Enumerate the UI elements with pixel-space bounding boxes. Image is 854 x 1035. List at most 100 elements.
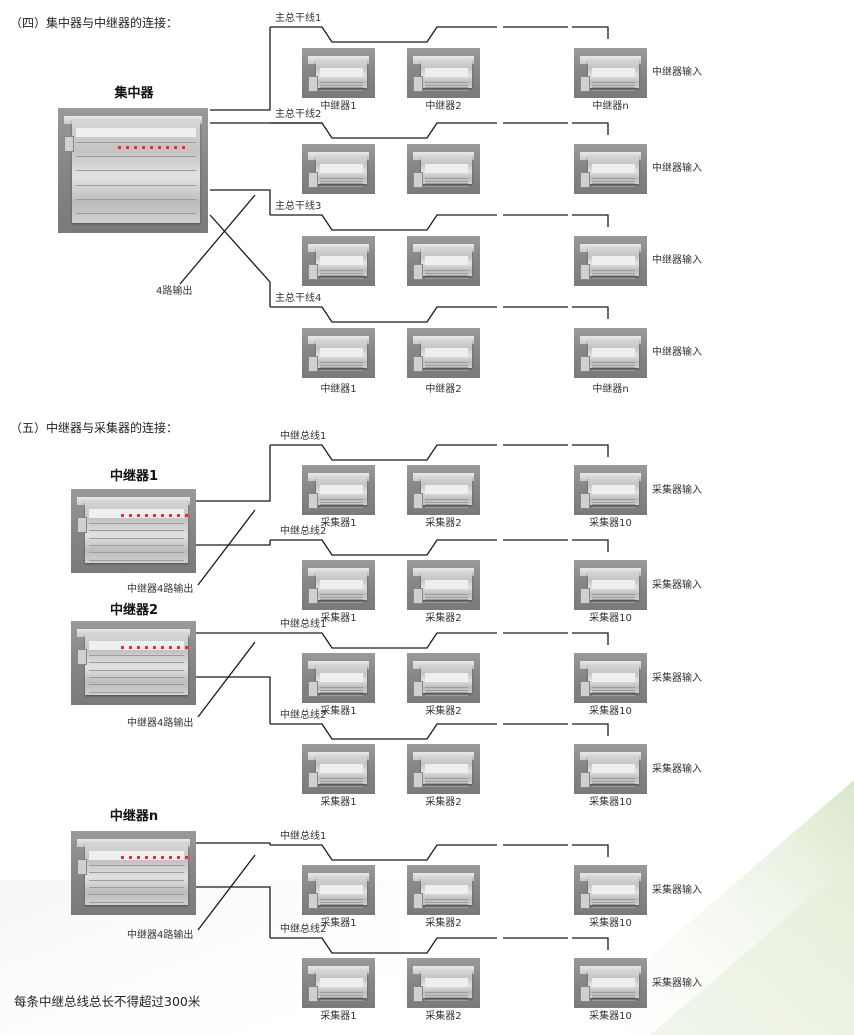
repeater1-output-label: 中继器4路输出 <box>127 584 194 595</box>
group1-bus1-end <box>572 444 609 457</box>
repeater1-title: 中继器1 <box>109 469 159 484</box>
collector-g3-b2-c1 <box>302 958 375 1008</box>
collector-g1-b2-c3 <box>574 560 647 610</box>
trunk3-label: 主总干线3 <box>275 201 322 212</box>
repeater-device-row1-col2 <box>407 48 480 98</box>
group2-bus1-solid <box>270 632 497 649</box>
group3-bus1-label: 中继总线1 <box>280 831 327 842</box>
collector-g1-b1-c1 <box>302 465 375 515</box>
repeater-device-row4-col3 <box>574 328 647 378</box>
trunk4-label: 主总干线4 <box>275 293 322 304</box>
repeater-label-bottom-3: 中继器n <box>592 384 629 395</box>
collector-g2-b2-c3 <box>574 744 647 794</box>
collector-label-g1-b1-c1: 采集器1 <box>320 518 357 529</box>
collector-g2-b2-c2 <box>407 744 480 794</box>
repeater-device-row3-col3 <box>574 236 647 286</box>
trunk4-bus-end <box>572 306 609 319</box>
section5-title: （五）中继器与采集器的连接： <box>10 421 179 435</box>
concentrator-device <box>58 108 208 233</box>
collector-g3-b1-c1 <box>302 865 375 915</box>
rep2-pointer <box>197 641 256 718</box>
collector-g1-b1-c2 <box>407 465 480 515</box>
trunk3-bus-end <box>572 214 609 227</box>
repeater-label-top-2: 中继器2 <box>425 101 462 112</box>
rep3-out-2 <box>196 886 271 938</box>
trunk1-input-label: 中继器输入 <box>652 67 702 78</box>
group3-bus2-end <box>572 937 609 950</box>
collector-label-g2-b1-c3: 采集器10 <box>589 706 632 717</box>
group2-bus2-solid <box>270 723 497 740</box>
trunk2-bus-solid <box>270 122 497 139</box>
collector-g1-b2-c2 <box>407 560 480 610</box>
trunk3-bus-solid <box>270 214 497 231</box>
conc-out-3 <box>210 189 271 215</box>
rep1-pointer <box>197 509 256 586</box>
repeater-device-row1-col1 <box>302 48 375 98</box>
collector-label-g3-b1-c2: 采集器2 <box>425 918 462 929</box>
rep3-pointer <box>197 854 256 931</box>
trunk1-bus-end <box>572 26 609 39</box>
collector-g2-b2-c1 <box>302 744 375 794</box>
group1-bus2-label: 中继总线2 <box>280 526 327 537</box>
trunk2-label: 主总干线2 <box>275 109 322 120</box>
collector-label-g3-b2-c2: 采集器2 <box>425 1011 462 1022</box>
repeatern-title: 中继器n <box>109 809 159 824</box>
collector-label-g1-b2-c2: 采集器2 <box>425 613 462 624</box>
rep1-out-1 <box>196 445 271 502</box>
collector-g1-b2-c1 <box>302 560 375 610</box>
collector-label-g2-b2-c3: 采集器10 <box>589 797 632 808</box>
rep3-out-1 <box>196 842 271 845</box>
rep1-out-2 <box>196 540 271 546</box>
repeater-group1-device <box>71 489 196 573</box>
collector-label-g2-b2-c1: 采集器1 <box>320 797 357 808</box>
col-input-g3-b2: 采集器输入 <box>652 978 702 989</box>
section4-title: （四）集中器与中继器的连接： <box>10 16 179 30</box>
trunk1-label: 主总干线1 <box>275 13 322 24</box>
trunk4-bus-solid <box>270 306 497 323</box>
collector-label-g1-b1-c2: 采集器2 <box>425 518 462 529</box>
group3-bus2-solid <box>270 937 497 954</box>
collector-label-g1-b1-c3: 采集器10 <box>589 518 632 529</box>
collector-label-g2-b1-c1: 采集器1 <box>320 706 357 717</box>
trunk2-input-label: 中继器输入 <box>652 163 702 174</box>
col-input-g2-b2: 采集器输入 <box>652 764 702 775</box>
collector-g3-b2-c3 <box>574 958 647 1008</box>
concentrator-title: 集中器 <box>114 86 154 101</box>
collector-g3-b1-c3 <box>574 865 647 915</box>
col-input-g1-b1: 采集器输入 <box>652 485 702 496</box>
group1-bus2-solid <box>270 539 497 556</box>
group2-bus2-label: 中继总线2 <box>280 710 327 721</box>
group3-bus1-solid <box>270 844 497 861</box>
group2-bus1-label: 中继总线1 <box>280 619 327 630</box>
collector-label-g1-b2-c1: 采集器1 <box>320 613 357 624</box>
col-input-g3-b1: 采集器输入 <box>652 885 702 896</box>
repeater-group3-device <box>71 831 196 915</box>
repeater-label-bottom-1: 中继器1 <box>320 384 357 395</box>
trunk1-bus-solid <box>270 26 497 43</box>
collector-label-g3-b1-c1: 采集器1 <box>320 918 357 929</box>
collector-label-g3-b2-c1: 采集器1 <box>320 1011 357 1022</box>
collector-label-g2-b2-c2: 采集器2 <box>425 797 462 808</box>
collector-g2-b1-c1 <box>302 653 375 703</box>
collector-g2-b1-c3 <box>574 653 647 703</box>
repeater2-title: 中继器2 <box>109 603 159 618</box>
group2-bus2-end <box>572 723 609 736</box>
group2-bus1-end <box>572 632 609 645</box>
repeater-label-top-3: 中继器n <box>592 101 629 112</box>
repeater-device-row2-col1 <box>302 144 375 194</box>
col-input-g2-b1: 采集器输入 <box>652 673 702 684</box>
repeater-device-row2-col3 <box>574 144 647 194</box>
group1-bus1-solid <box>270 444 497 461</box>
col-input-g1-b2: 采集器输入 <box>652 580 702 591</box>
collector-g1-b1-c3 <box>574 465 647 515</box>
repeater-label-bottom-2: 中继器2 <box>425 384 462 395</box>
collector-g2-b1-c2 <box>407 653 480 703</box>
collector-label-g3-b1-c3: 采集器10 <box>589 918 632 929</box>
rep2-out-2 <box>196 676 271 724</box>
group1-bus2-end <box>572 539 609 552</box>
collector-g3-b2-c2 <box>407 958 480 1008</box>
repeater2-output-label: 中继器4路输出 <box>127 718 194 729</box>
conc-out-4 <box>209 214 271 307</box>
repeatern-output-label: 中继器4路输出 <box>127 930 194 941</box>
